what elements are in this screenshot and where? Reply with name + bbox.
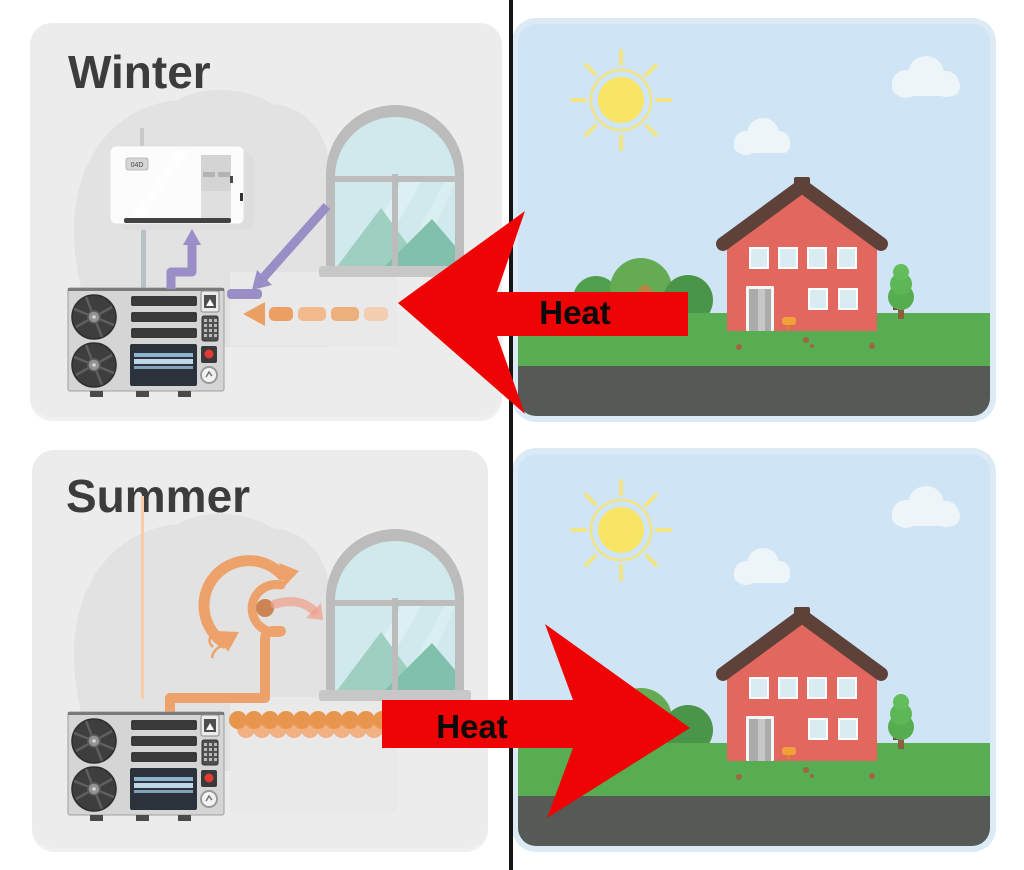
arrow-left-icon (243, 302, 265, 326)
arrow-right-icon (279, 563, 299, 586)
winter-title: Winter (68, 46, 211, 98)
summer-heat-label: Heat (436, 708, 508, 745)
heat-arrow-left-icon (398, 211, 688, 414)
pipe (140, 128, 144, 150)
outdoor-unit (66, 710, 226, 823)
winter-outdoor-panel (512, 18, 996, 422)
orange-swirl-arrows (165, 555, 323, 721)
window (319, 105, 471, 277)
arrow-down-left-icon (252, 270, 272, 290)
indoor-unit: 04D (109, 145, 254, 230)
outdoor-unit (66, 286, 226, 399)
thin-orange-line (141, 496, 144, 699)
arrow-down-icon (217, 631, 239, 652)
heat-arrow-right-icon (382, 624, 690, 818)
divider-line (509, 0, 513, 870)
window (319, 529, 471, 701)
faded-arrow-icon (306, 603, 323, 620)
winter-indoor-panel: Winter 04D (30, 23, 502, 421)
winter-heat-arrow: Heat (398, 211, 688, 414)
summer-indoor-panel: Summer (32, 450, 488, 852)
indoor-unit-badge-text: 04D (131, 162, 144, 169)
orange-dashed-arrow (243, 302, 388, 326)
refrigerant-pipe (141, 222, 146, 290)
indoor-unit-badge (125, 157, 149, 171)
outdoor-scene-winter (514, 20, 994, 420)
winter-heat-label: Heat (539, 294, 611, 331)
summer-title: Summer (66, 470, 250, 522)
swirl-knob (256, 599, 274, 617)
arrow-up-icon (183, 229, 201, 245)
summer-heat-arrow: Heat (382, 624, 690, 818)
purple-flow-arrows (166, 203, 331, 299)
indoor-unit-vent (124, 218, 231, 223)
